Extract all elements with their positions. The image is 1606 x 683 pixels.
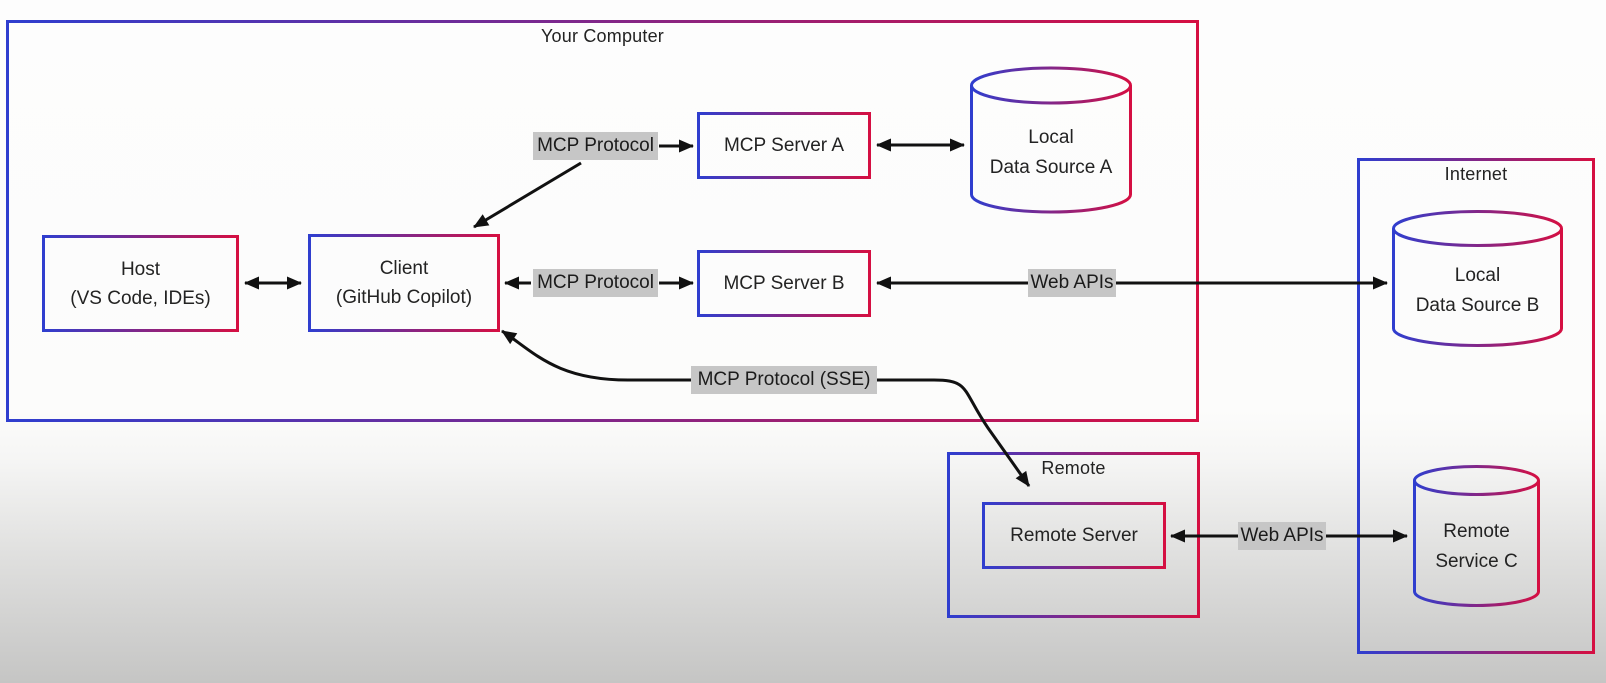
edge-label-web-apis-c: Web APIs <box>1238 522 1326 550</box>
node-mcp-server-b: MCP Server B <box>697 250 871 317</box>
cylinder-shape-c <box>1413 465 1540 607</box>
node-mcp-server-a: MCP Server A <box>697 112 871 179</box>
client-label-line1: Client <box>379 258 429 279</box>
node-local-data-source-a: Local Data Source A <box>970 66 1132 214</box>
local-data-source-b-line1: Local <box>1454 264 1501 286</box>
node-remote-service-c: Remote Service C <box>1413 465 1540 607</box>
client-label-line2: (GitHub Copilot) <box>335 287 473 308</box>
local-data-source-a-line2: Data Source A <box>989 156 1113 178</box>
node-remote-server: Remote Server <box>982 502 1166 569</box>
your-computer-title: Your Computer <box>540 26 664 46</box>
edge-label-web-apis-b: Web APIs <box>1028 269 1116 297</box>
mcp-server-a-label: MCP Server A <box>723 135 845 156</box>
edge-label-mcp-protocol-b: MCP Protocol <box>533 269 658 297</box>
local-data-source-a-line1: Local <box>1028 126 1074 148</box>
host-label-line1: Host <box>120 258 161 280</box>
cylinder-shape-a <box>970 66 1132 214</box>
edge-label-mcp-protocol-a: MCP Protocol <box>533 132 658 160</box>
remote-service-c-line2: Service C <box>1435 551 1518 572</box>
container-internet: Internet <box>1357 158 1595 654</box>
node-client: Client (GitHub Copilot) <box>308 234 500 332</box>
node-local-data-source-b: Local Data Source B <box>1392 210 1563 347</box>
cylinder-shape-b <box>1392 210 1563 347</box>
remote-title: Remote <box>1041 458 1106 478</box>
mcp-server-b-label: MCP Server B <box>723 273 845 294</box>
internet-title: Internet <box>1444 164 1508 184</box>
edge-label-mcp-protocol-sse: MCP Protocol (SSE) <box>691 366 877 394</box>
node-host: Host (VS Code, IDEs) <box>42 235 239 332</box>
remote-server-label: Remote Server <box>1010 525 1138 546</box>
remote-service-c-line1: Remote <box>1443 521 1510 542</box>
local-data-source-b-line2: Data Source B <box>1415 294 1540 316</box>
host-label-line2: (VS Code, IDEs) <box>70 287 211 309</box>
